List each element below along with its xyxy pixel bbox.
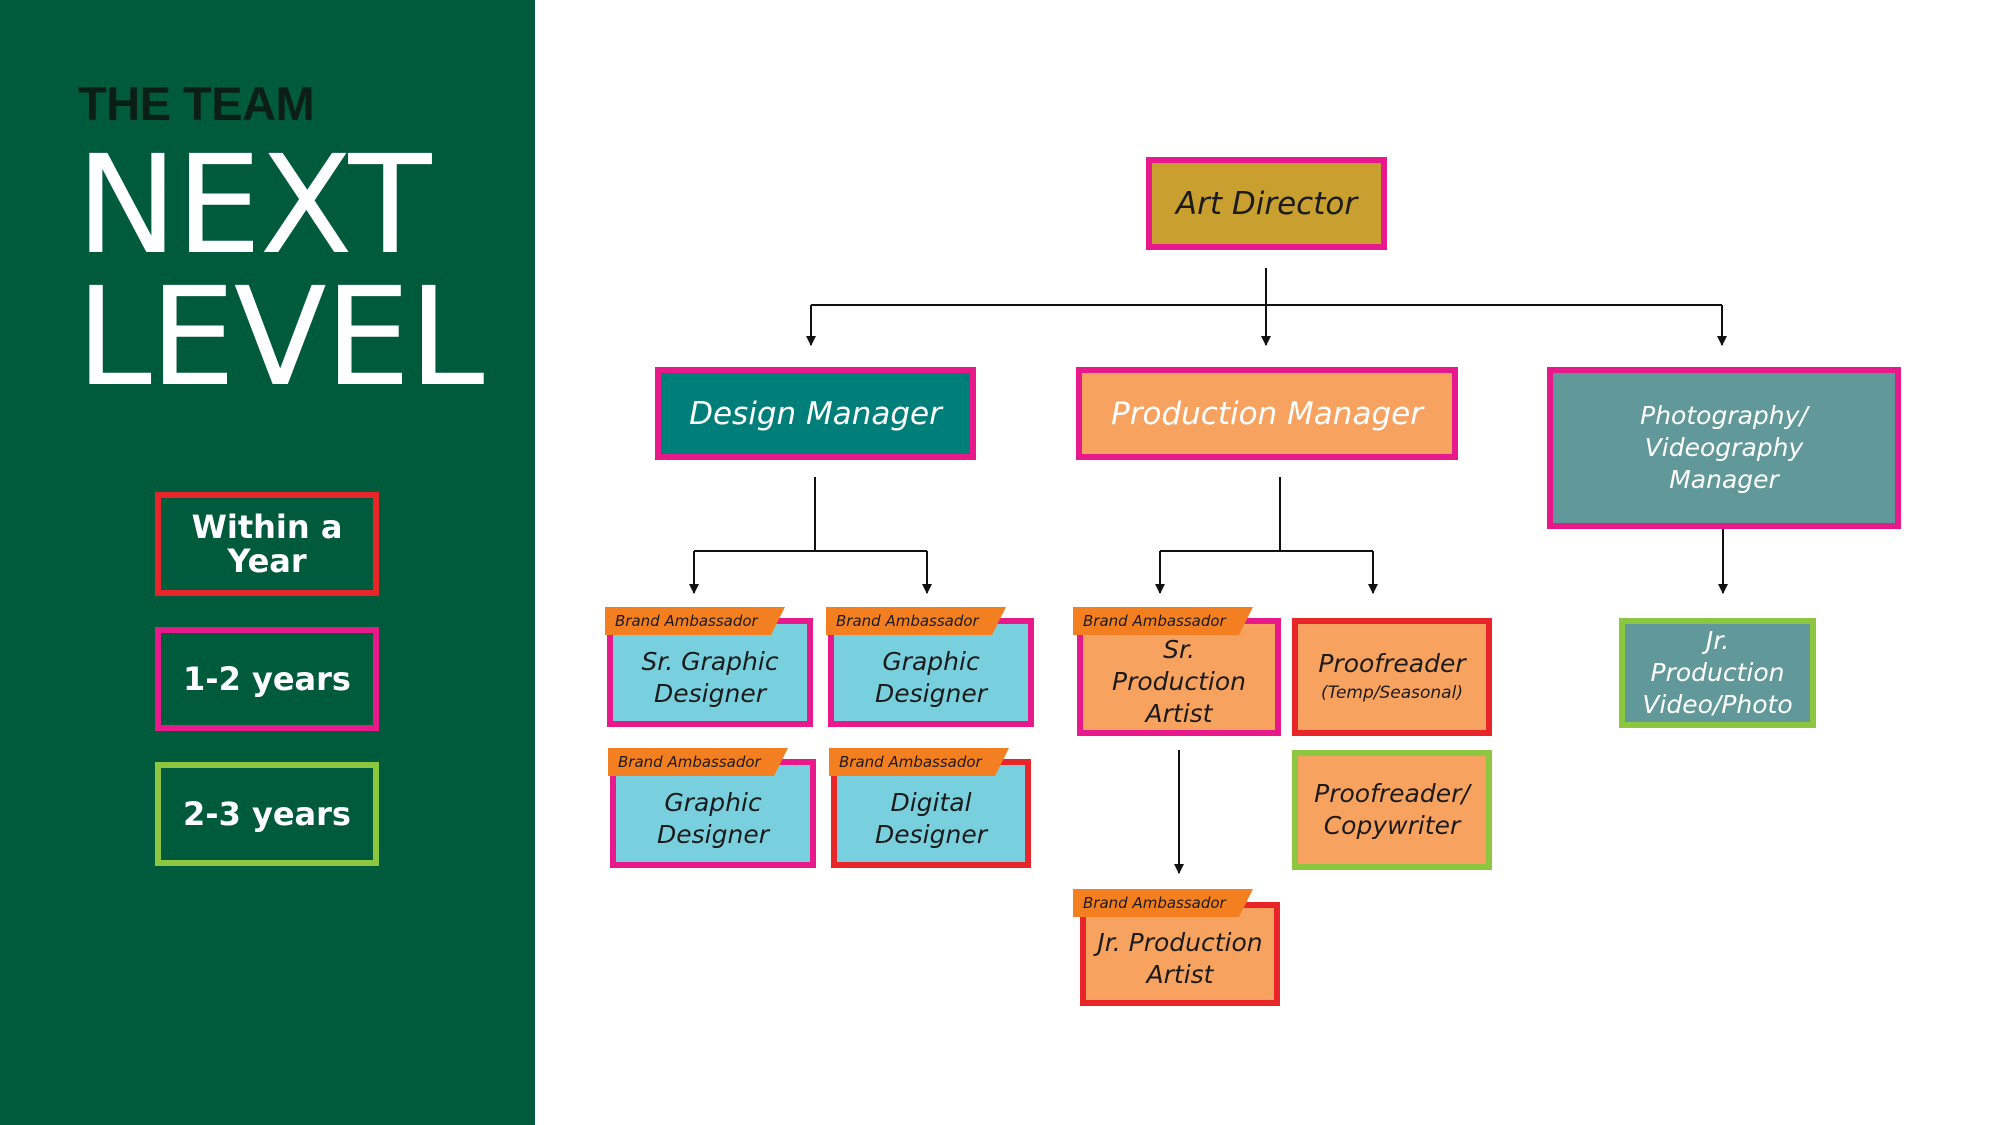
node-digital-designer: Digital Designer [831,759,1031,868]
node-jr-production-artist: Jr. Production Artist [1080,902,1280,1006]
kicker-title: THE TEAM [78,77,315,130]
node-label: Sr. Production Artist [1112,635,1246,728]
brand-ambassador-tag: Brand Ambassador [608,748,788,776]
node-proofreader: Proofreader (Temp/Seasonal) [1292,618,1492,736]
node-label: Sr. Graphic Designer [641,646,779,708]
brand-ambassador-tag: Brand Ambassador [605,607,785,635]
node-label: Graphic Designer [657,787,769,849]
node-sr-production-artist: Sr. Production Artist [1077,618,1281,736]
headline-line-1: NEXT [76,127,432,285]
node-label: Graphic Designer [875,646,987,708]
sidebar-panel: THE TEAM NEXT LEVEL Within a Year 1-2 ye… [0,0,535,1125]
legend-2-3-years: 2-3 years [155,762,379,866]
legend-within-a-year: Within a Year [155,492,379,596]
node-label: Jr. Production Video/Photo [1642,626,1793,719]
node-sublabel: (Temp/Seasonal) [1321,683,1463,703]
node-label: Production Manager [1111,395,1423,432]
node-proofreader-copywriter: Proofreader/ Copywriter [1292,750,1492,870]
node-graphic-designer: Graphic Designer [610,759,816,868]
node-art-director: Art Director [1146,157,1387,250]
node-label: Proofreader/ Copywriter [1314,779,1470,840]
node-label: Art Director [1175,185,1358,222]
node-jr-production-video-photo: Jr. Production Video/Photo [1619,618,1816,728]
brand-ambassador-tag: Brand Ambassador [829,748,1009,776]
node-production-manager: Production Manager [1076,367,1458,460]
brand-ambassador-tag: Brand Ambassador [1073,889,1253,917]
node-label: Proofreader [1318,649,1466,678]
node-label: Jr. Production Artist [1097,928,1263,989]
legend-label: 2-3 years [183,795,351,833]
headline-line-2: LEVEL [76,259,484,417]
legend-label: Within a Year [191,508,343,580]
legend-1-2-years: 1-2 years [155,627,379,731]
node-label: Design Manager [689,395,942,432]
node-design-manager: Design Manager [655,367,976,460]
legend-label: 1-2 years [183,660,351,698]
node-label: Photography/ Videography Manager [1640,401,1808,494]
brand-ambassador-tag: Brand Ambassador [1073,607,1253,635]
node-photography-videography-manager: Photography/ Videography Manager [1547,367,1901,529]
node-label: Digital Designer [875,787,987,849]
brand-ambassador-tag: Brand Ambassador [826,607,1006,635]
